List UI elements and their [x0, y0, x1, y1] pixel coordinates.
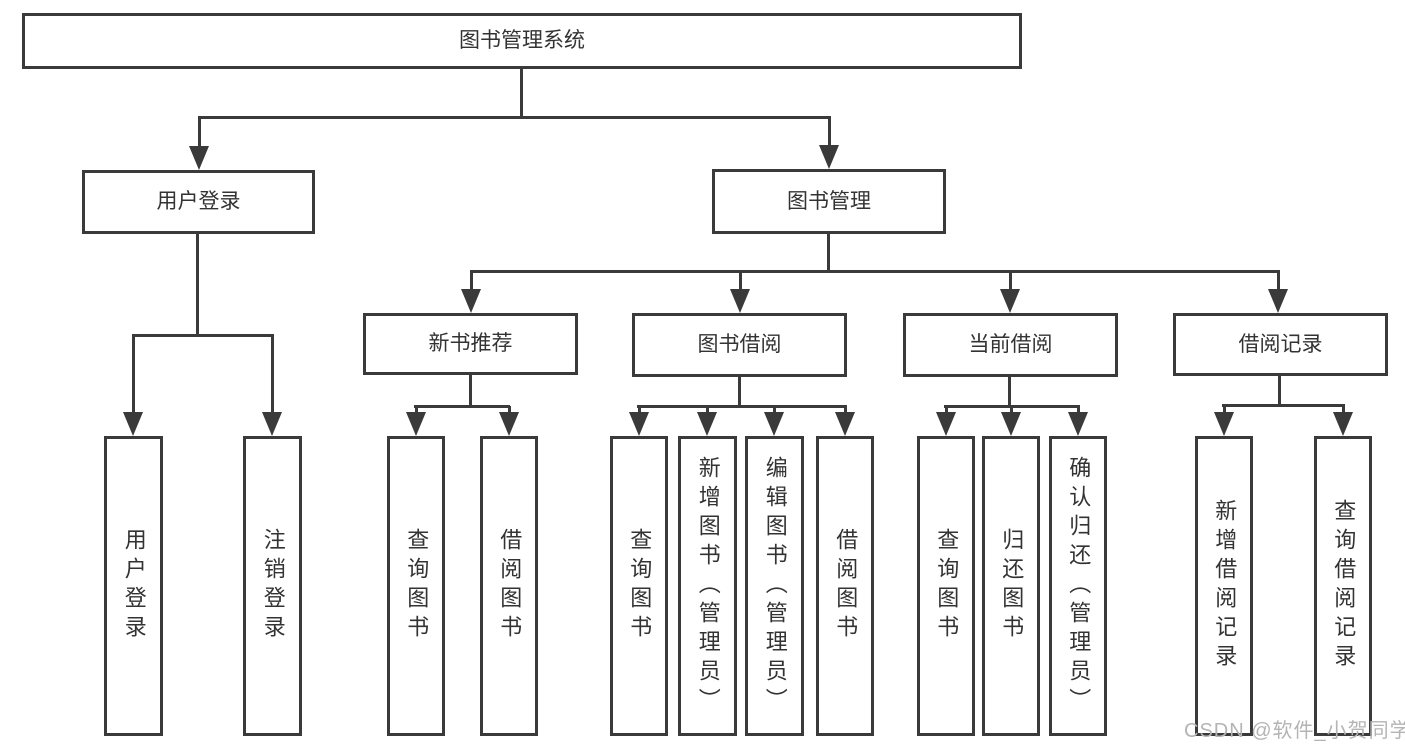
leaf-borrow-query-books-label: 查询图书 [627, 528, 653, 644]
connector-line [827, 233, 830, 273]
arrow-down-icon [835, 412, 855, 436]
leaf-query-borrow-record-label: 查询借阅记录 [1331, 499, 1357, 673]
leaf-borrow-books: 借阅图书 [816, 436, 874, 736]
leaf-add-borrow-record: 新增借阅记录 [1195, 436, 1253, 736]
connector-line [1278, 375, 1281, 407]
leaf-add-books-admin-label: 新增图书（管理员） [695, 455, 721, 717]
node-root-label: 图书管理系统 [459, 29, 585, 53]
connector-line [470, 271, 473, 295]
leaf-return-books-label: 归还图书 [999, 528, 1025, 644]
leaf-current-query-books: 查询图书 [917, 436, 975, 736]
leaf-return-books: 归还图书 [982, 436, 1040, 736]
arrow-down-icon [189, 146, 209, 170]
leaf-borrow-books-label: 借阅图书 [833, 528, 859, 644]
arrow-down-icon [1268, 289, 1288, 313]
node-current-borrow: 当前借阅 [903, 313, 1118, 377]
node-borrow-records: 借阅记录 [1173, 313, 1388, 376]
leaf-recommend-query-books-label: 查询图书 [404, 528, 430, 644]
leaf-edit-books-admin: 编辑图书（管理员） [745, 436, 804, 736]
arrow-down-icon [819, 145, 839, 169]
connector-line [1009, 271, 1012, 295]
leaf-user-login-label: 用户登录 [121, 528, 147, 644]
leaf-add-borrow-record-label: 新增借阅记录 [1212, 499, 1238, 673]
connector-line [1342, 405, 1345, 418]
arrow-down-icon [461, 289, 481, 313]
node-book-management-label: 图书管理 [787, 189, 871, 213]
connector-line [1223, 405, 1226, 418]
leaf-confirm-return-admin-label: 确认归还（管理员） [1066, 455, 1092, 717]
arrow-down-icon [406, 412, 426, 436]
connector-line [414, 405, 510, 408]
arrow-down-icon [730, 289, 750, 313]
leaf-user-login: 用户登录 [104, 436, 163, 736]
node-user-login-label: 用户登录 [156, 190, 241, 214]
connector-line [520, 68, 523, 119]
arrow-down-icon [1333, 412, 1353, 436]
leaf-borrow-query-books: 查询图书 [610, 436, 668, 736]
arrow-down-icon [1214, 412, 1234, 436]
node-book-borrow-label: 图书借阅 [697, 333, 782, 357]
node-new-book-recommend: 新书推荐 [363, 313, 578, 375]
arrow-down-icon [1000, 289, 1020, 313]
leaf-query-borrow-record: 查询借阅记录 [1314, 436, 1372, 736]
node-book-borrow: 图书借阅 [632, 313, 847, 377]
connector-line [739, 271, 742, 295]
connector-line [132, 334, 274, 337]
leaf-recommend-borrow-books-label: 借阅图书 [497, 528, 523, 644]
leaf-confirm-return-admin: 确认归还（管理员） [1049, 436, 1107, 736]
connector-line [198, 116, 831, 119]
leaf-edit-books-admin-label: 编辑图书（管理员） [762, 455, 788, 717]
node-root: 图书管理系统 [22, 13, 1022, 69]
connector-line [469, 375, 472, 408]
connector-line [271, 335, 274, 418]
arrow-down-icon [764, 412, 784, 436]
arrow-down-icon [499, 412, 519, 436]
leaf-add-books-admin: 新增图书（管理员） [678, 436, 737, 736]
connector-line [196, 233, 199, 337]
connector-line [1277, 271, 1280, 295]
csdn-watermark: CSDN @软件_小贺同学 [1184, 720, 1405, 742]
arrow-down-icon [262, 412, 282, 436]
node-user-login: 用户登录 [82, 170, 315, 234]
node-new-book-recommend-label: 新书推荐 [428, 332, 513, 356]
node-borrow-records-label: 借阅记录 [1238, 332, 1323, 356]
leaf-recommend-query-books: 查询图书 [387, 436, 445, 736]
leaf-logout-label: 注销登录 [260, 528, 286, 644]
connector-line [198, 117, 201, 152]
arrow-down-icon [629, 412, 649, 436]
arrow-down-icon [1001, 412, 1021, 436]
arrow-down-icon [1068, 412, 1088, 436]
connector-line [1008, 376, 1011, 408]
node-book-management: 图书管理 [712, 169, 946, 234]
leaf-logout: 注销登录 [243, 436, 302, 736]
arrow-down-icon [936, 412, 956, 436]
arrow-down-icon [123, 412, 143, 436]
leaf-recommend-borrow-books: 借阅图书 [480, 436, 538, 736]
connector-line [132, 335, 135, 418]
arrow-down-icon [697, 412, 717, 436]
connector-line [637, 405, 847, 408]
connector-line [738, 376, 741, 408]
connector-line [470, 270, 1280, 273]
connector-line [1222, 404, 1345, 407]
leaf-current-query-books-label: 查询图书 [934, 528, 960, 644]
node-current-borrow-label: 当前借阅 [968, 333, 1053, 357]
connector-line [828, 117, 831, 151]
